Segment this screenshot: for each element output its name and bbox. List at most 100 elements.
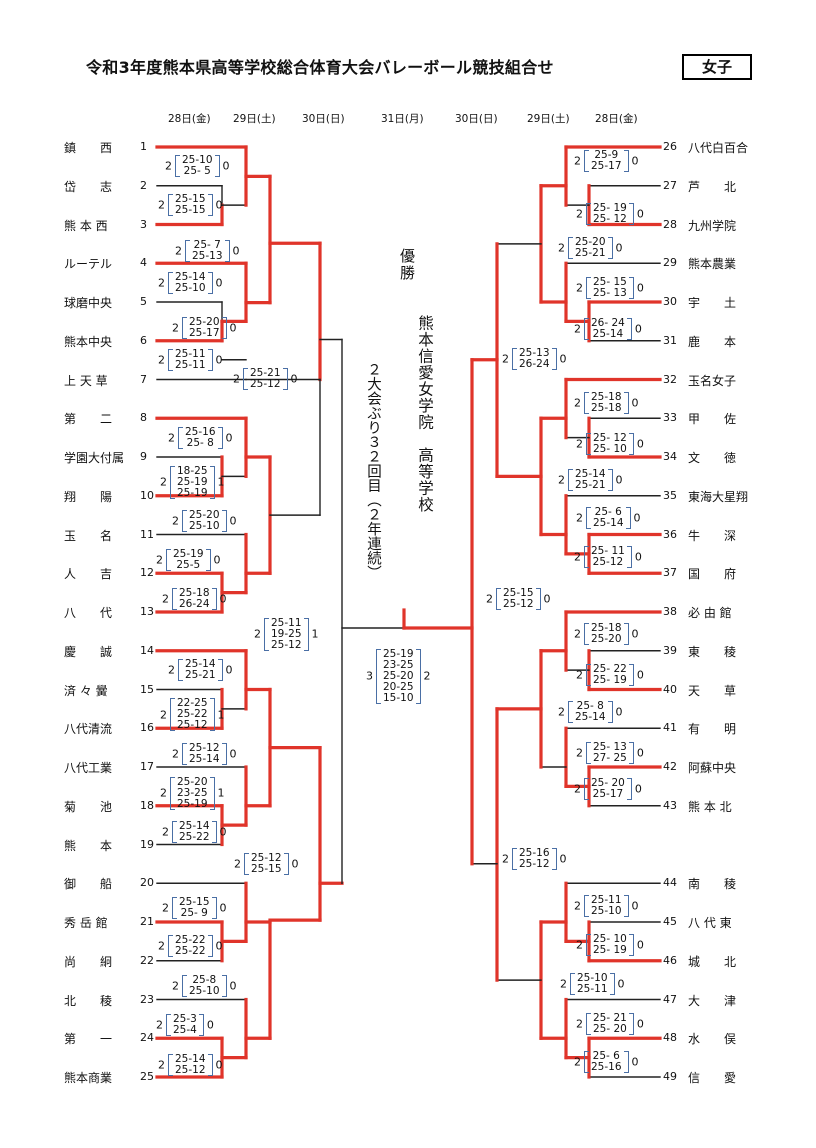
bracket-left	[512, 847, 517, 870]
bracket-right	[207, 1053, 213, 1076]
bracket-right	[626, 778, 632, 801]
bracket-left	[586, 507, 591, 530]
set-score: 25-12	[519, 857, 550, 870]
sets-won-loser: 0	[229, 321, 237, 335]
team-name: 済 々 黌	[64, 683, 108, 698]
team-seed-number: 24	[140, 1031, 154, 1045]
set-score: 25-20	[383, 669, 414, 682]
bracket-right	[628, 203, 634, 226]
team-name: 第 一	[64, 1032, 113, 1047]
team-name: 文 徳	[688, 451, 737, 465]
set-score: 25- 21	[593, 1011, 627, 1024]
bracket-left	[182, 975, 187, 998]
bracket-right	[626, 545, 632, 568]
team-seed-number: 29	[663, 256, 677, 270]
set-score: 25-4	[173, 1023, 197, 1036]
bracket-right	[211, 587, 217, 610]
set-score: 25-18	[591, 390, 622, 403]
bracket-left	[168, 1053, 173, 1076]
sets-won-loser: 0	[559, 352, 567, 366]
sets-won-winner: 2	[574, 899, 581, 913]
team-name: 信 愛	[688, 1071, 737, 1085]
sets-won-winner: 2	[574, 1055, 581, 1069]
team-name: 牛 深	[688, 528, 737, 543]
sets-won-winner: 2	[576, 207, 583, 221]
set-score: 25-16	[185, 425, 216, 438]
set-score: 25-14	[575, 468, 606, 481]
round-header-day: 30日(日)	[455, 113, 498, 125]
set-score: 25-15	[179, 895, 210, 908]
sets-won-loser: 0	[631, 154, 639, 168]
bracket-left	[586, 741, 591, 764]
bracket-left	[168, 194, 173, 217]
team-seed-number: 16	[140, 721, 154, 735]
team-seed-number: 46	[663, 953, 677, 967]
sets-won-winner: 2	[233, 372, 240, 385]
bracket-right	[207, 349, 213, 372]
team-seed-number: 47	[663, 992, 677, 1006]
sets-won-loser: 0	[617, 977, 625, 991]
sets-won-loser: 0	[219, 901, 227, 915]
set-score: 25- 19	[593, 202, 627, 215]
sets-won-loser: 0	[634, 322, 642, 336]
bracket-left	[586, 934, 591, 957]
set-score: 25- 8	[186, 436, 214, 449]
set-score: 25- 6	[594, 506, 622, 519]
set-score: 25-11	[175, 359, 206, 372]
team-seed-number: 37	[663, 566, 677, 580]
team-name: 甲 佐	[688, 412, 737, 427]
set-score: 25-20	[189, 509, 220, 522]
bracket-left	[264, 617, 269, 651]
sets-won-winner: 2	[574, 627, 581, 641]
team-seed-number: 17	[140, 760, 154, 773]
set-score: 25-18	[591, 401, 622, 414]
sets-won-winner: 2	[172, 979, 179, 993]
bracket-left	[170, 698, 175, 732]
sets-won-loser: 0	[215, 353, 223, 367]
sets-won-loser: 0	[290, 372, 298, 385]
team-name: 熊 本 西	[64, 218, 108, 233]
set-score: 25- 12	[593, 431, 627, 444]
sets-won-loser: 0	[634, 550, 642, 564]
bracket-right	[282, 367, 288, 390]
set-score: 25-17	[591, 160, 622, 173]
sets-won-loser: 1	[217, 708, 225, 722]
team-name: 八 代 東	[688, 916, 732, 930]
sets-won-winner: 2	[574, 782, 581, 796]
team-name: 阿蘇中央	[688, 761, 737, 775]
team-name: 天 草	[688, 683, 737, 698]
sets-won-loser: 0	[631, 627, 639, 641]
sets-won-loser: 0	[225, 663, 233, 677]
set-score: 25-22	[175, 934, 206, 947]
set-score: 25- 19	[593, 674, 627, 687]
set-score: 25-11	[271, 616, 302, 629]
sets-won-loser: 1	[311, 627, 319, 641]
team-name: 熊本農業	[688, 257, 737, 272]
set-score: 25-21	[575, 479, 606, 492]
sets-won-winner: 3	[366, 669, 373, 683]
set-score: 25-8	[192, 974, 217, 987]
team-seed-number: 13	[140, 605, 154, 618]
set-score: 25-14	[189, 752, 220, 765]
sets-won-winner: 2	[502, 852, 509, 866]
team-seed-number: 4	[140, 256, 147, 270]
team-seed-number: 44	[663, 876, 677, 890]
team-name: 東 稜	[688, 644, 737, 659]
sets-won-winner: 2	[162, 592, 169, 606]
team-seed-number: 28	[663, 217, 677, 231]
set-score: 25-12	[503, 597, 534, 610]
bracket-left	[172, 821, 177, 844]
set-score: 20-25	[383, 680, 414, 693]
team-name: 人 吉	[64, 567, 113, 582]
set-score: 25-5	[176, 558, 201, 571]
